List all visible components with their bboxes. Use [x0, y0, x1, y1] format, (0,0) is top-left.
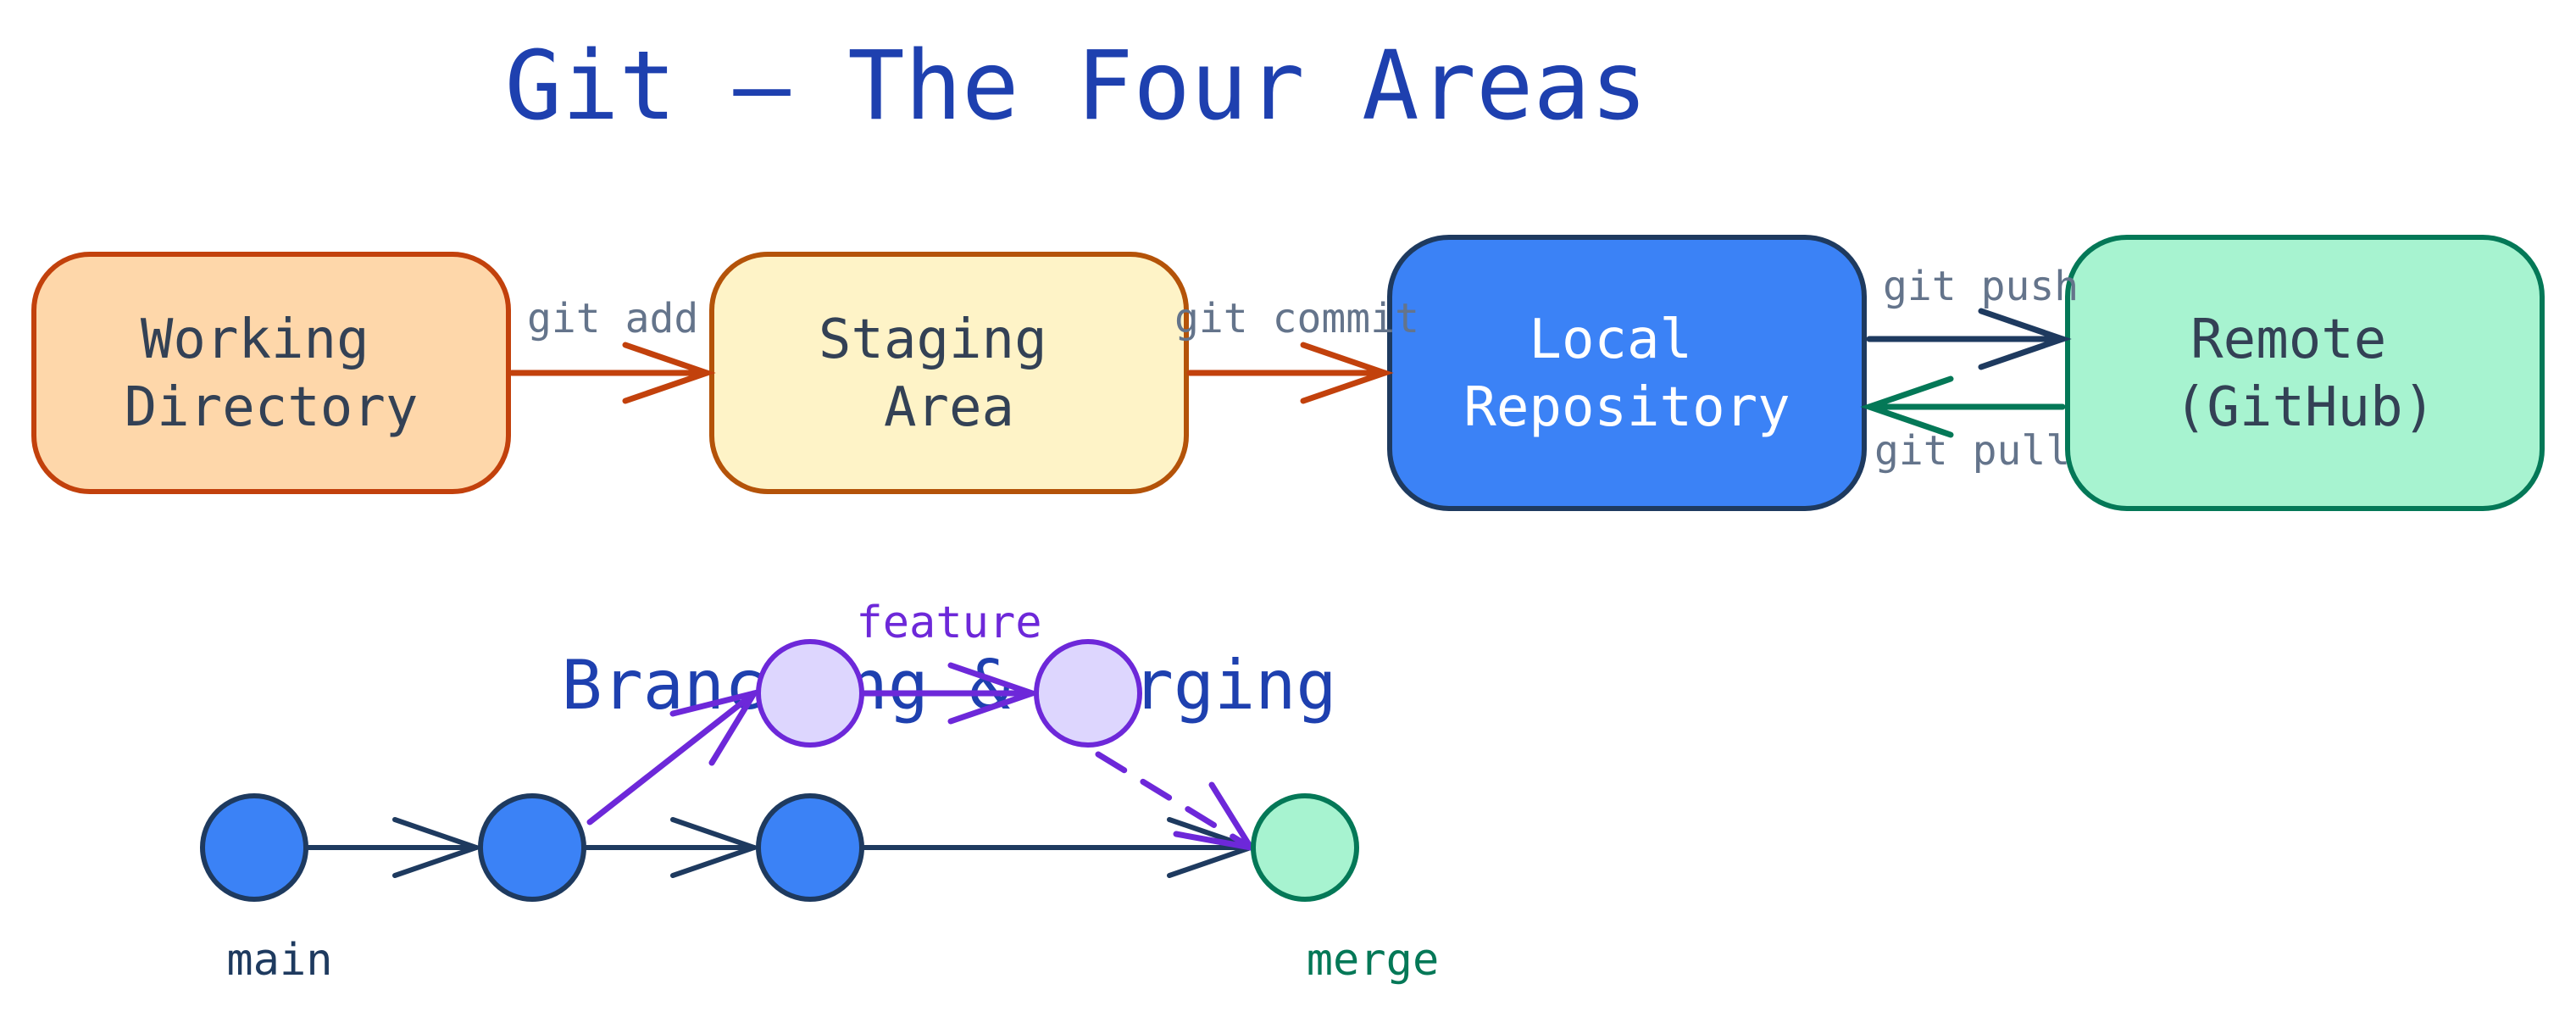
local-repository-label: Local Repository: [1463, 309, 1790, 439]
area-staging: Staging Area: [709, 252, 1189, 494]
commit-node-merge: [1251, 793, 1359, 902]
area-local-repository: Local Repository: [1387, 235, 1867, 511]
diagram-title: Git — The Four Areas: [505, 31, 1648, 142]
git-push-arrow: [1866, 308, 2072, 370]
remote-label: Remote (GitHub): [2174, 309, 2435, 439]
git-pull-label: git pull: [1874, 427, 2070, 475]
git-add-arrow: [508, 342, 716, 404]
edge-c2-f1: [586, 690, 758, 826]
working-directory-label: Working Directory: [125, 309, 419, 439]
staging-area-label: Staging Area: [819, 309, 1080, 439]
commit-nodes: [200, 639, 1359, 902]
area-working-directory: Working Directory: [31, 252, 511, 494]
arrowhead-c2-c3: [670, 817, 763, 878]
git-commit-arrow: [1186, 342, 1394, 404]
git-add-label: git add: [527, 295, 698, 342]
commit-node-feature-2: [1034, 639, 1142, 748]
feature-branch-label: feature: [856, 598, 1041, 648]
arrowhead-c2-f1: [669, 688, 761, 766]
area-remote: Remote (GitHub): [2065, 235, 2545, 511]
main-branch-edges: [304, 817, 1259, 878]
commit-node-main-2: [478, 793, 586, 902]
commit-node-main-3: [756, 793, 864, 902]
main-branch-label: main: [226, 935, 332, 986]
commit-node-feature-1: [756, 639, 864, 748]
commit-node-main-1: [200, 793, 308, 902]
arrowhead-f1-f2: [947, 662, 1041, 725]
merge-commit-label: merge: [1307, 935, 1440, 986]
git-push-label: git push: [1883, 263, 2079, 310]
git-commit-label: git commit: [1174, 295, 1419, 342]
git-pull-arrow: [1860, 375, 2066, 438]
edge-f2-merge: [1095, 751, 1254, 851]
arrowhead-c1-c2: [392, 817, 485, 878]
